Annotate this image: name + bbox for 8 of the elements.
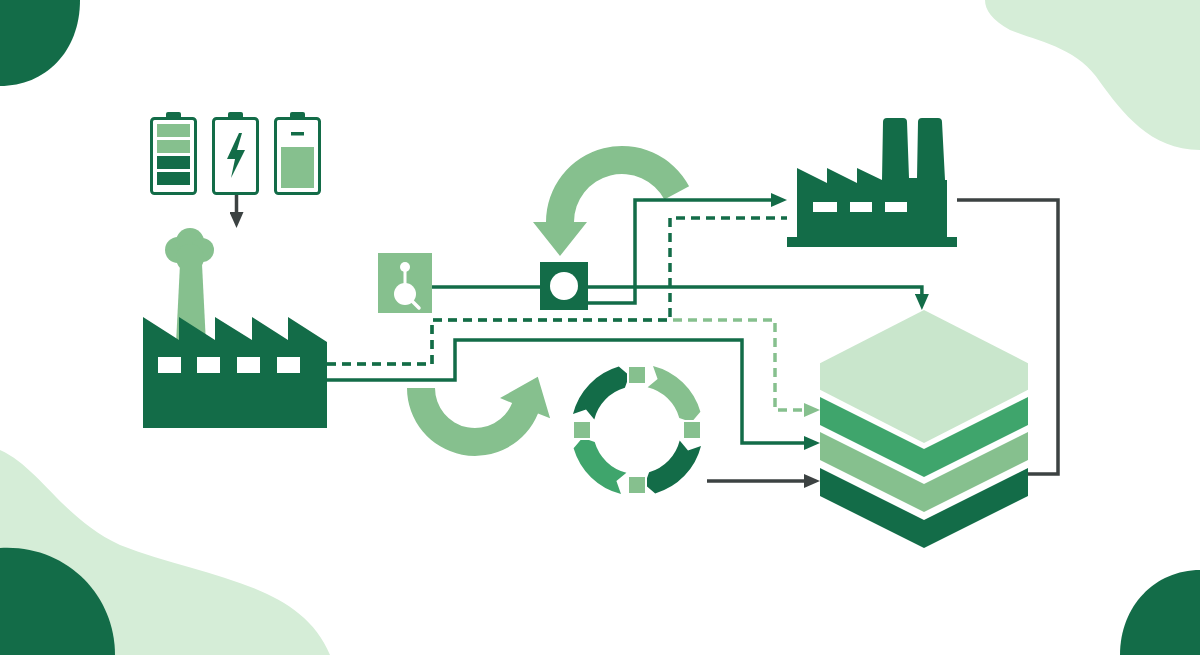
dashed-line xyxy=(327,216,787,366)
connector-line xyxy=(957,198,1060,476)
connector-arrow xyxy=(327,338,820,450)
connector-arrow xyxy=(588,193,787,305)
connector-line xyxy=(430,285,540,289)
connector-arrow xyxy=(705,474,820,488)
connector-arrow xyxy=(229,195,244,228)
connector-arrow xyxy=(588,285,929,310)
